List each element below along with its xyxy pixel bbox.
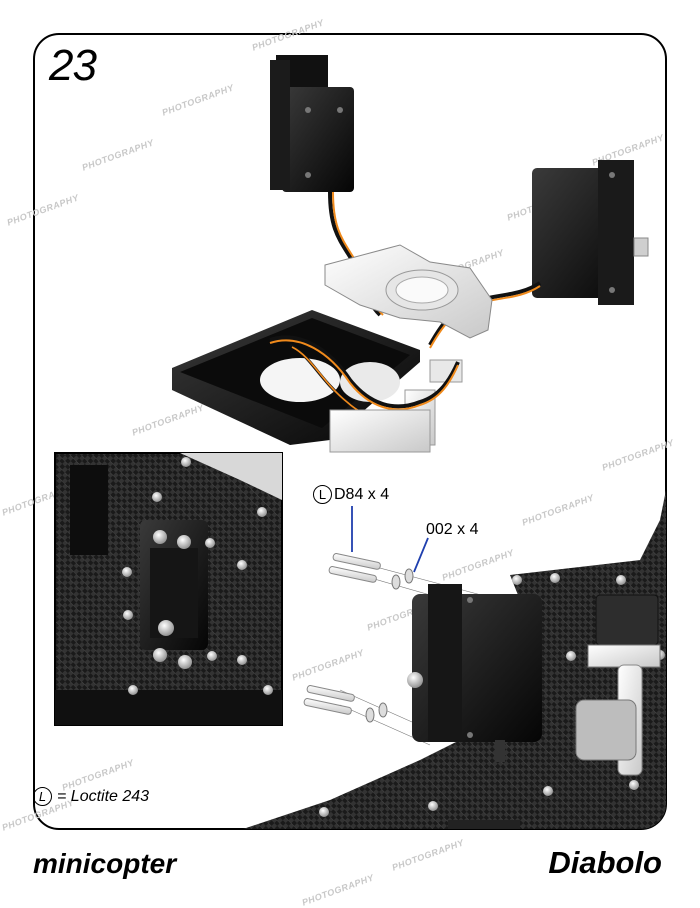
- loctite-symbol-icon: L: [33, 787, 52, 806]
- brand-diabolo: Diabolo: [548, 845, 662, 880]
- screws-washers-lower: [303, 685, 431, 746]
- callout-screw-label: D84 x 4: [334, 485, 390, 503]
- loctite-symbol-icon: L: [313, 485, 332, 504]
- callout-washer: 002 x 4: [426, 521, 478, 539]
- servo-right: [532, 160, 649, 305]
- callout-screw: L D84 x 4: [313, 485, 389, 504]
- callout-leader-washer: [413, 537, 429, 573]
- servo-top: [270, 55, 354, 192]
- servo-front: [407, 584, 542, 762]
- step-number: 23: [49, 41, 97, 90]
- screws-washers-upper: [328, 553, 501, 616]
- detail-inset: [54, 452, 283, 726]
- legend-text: = Loctite 243: [57, 787, 150, 805]
- brand-minicopter: minicopter: [33, 848, 177, 879]
- callout-washer-label: 002 x 4: [426, 521, 479, 538]
- loctite-legend: L = Loctite 243: [33, 787, 149, 806]
- carbon-frame-plate: [240, 480, 666, 829]
